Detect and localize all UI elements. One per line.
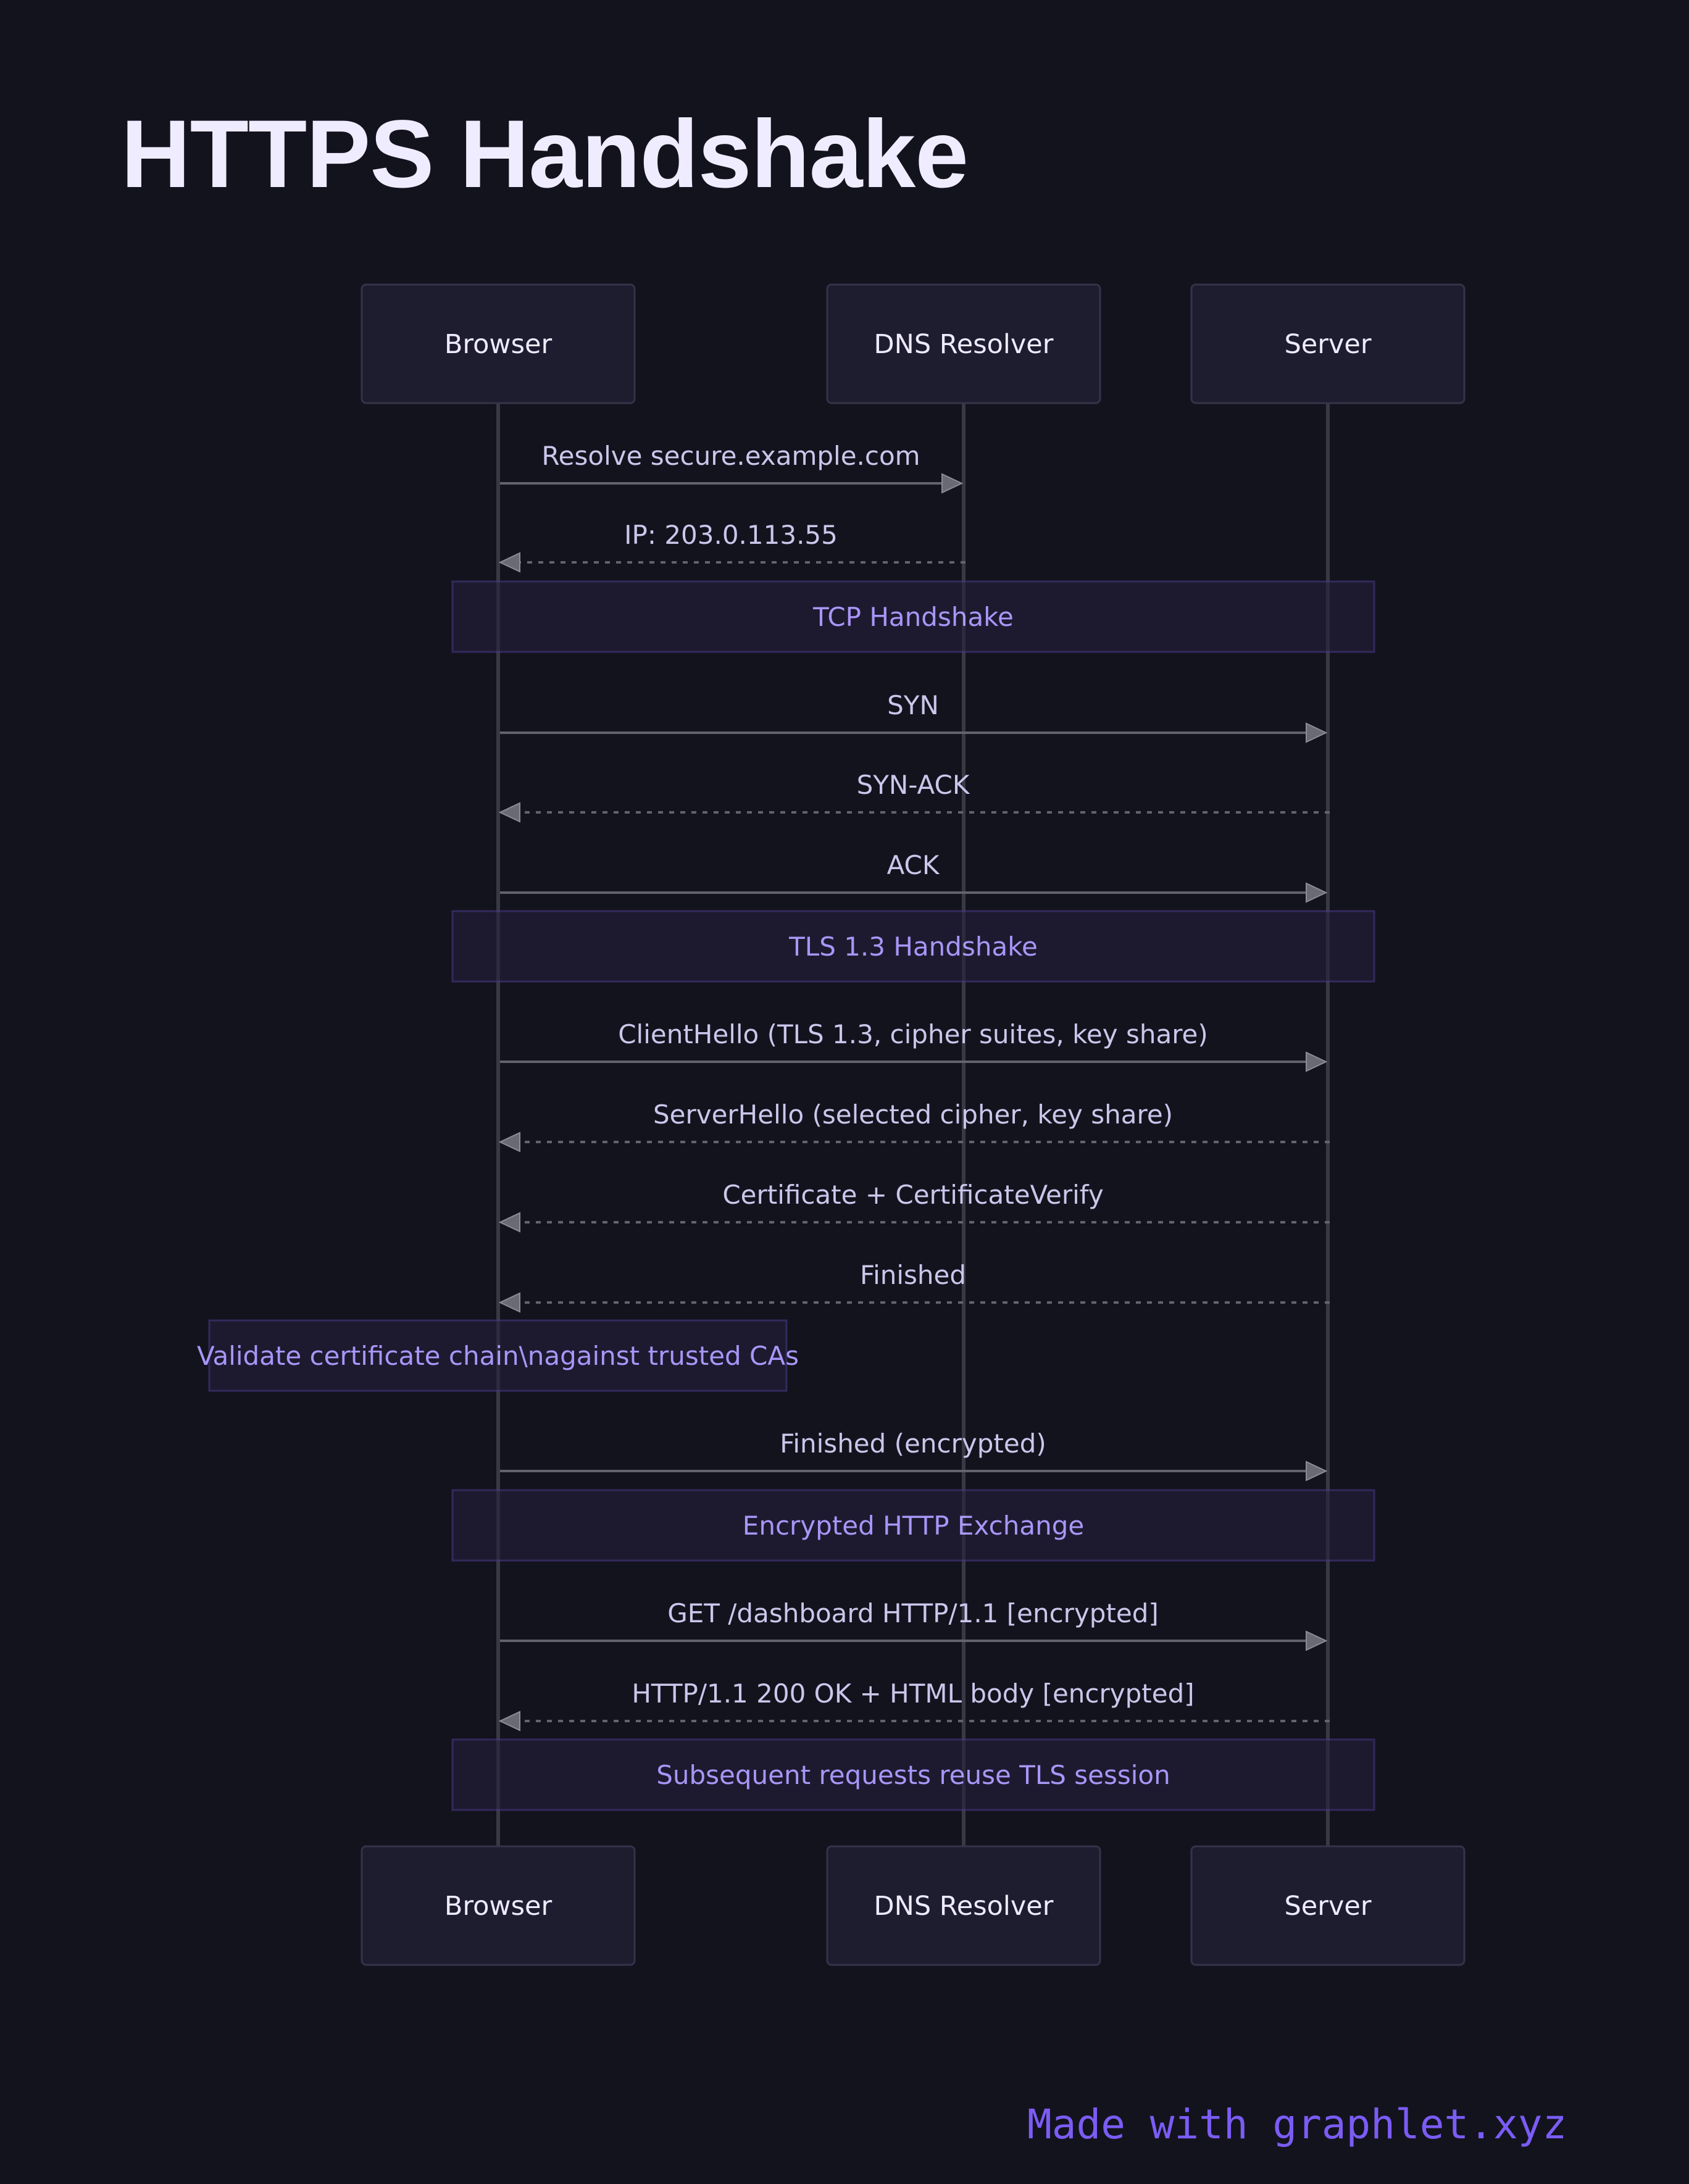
note-box bbox=[451, 580, 1375, 653]
arrowhead-right-icon bbox=[941, 473, 964, 494]
arrowhead-right-icon bbox=[1306, 1461, 1328, 1482]
message-arrow: SYN-ACK bbox=[498, 770, 1330, 823]
arrowhead-right-icon bbox=[1306, 1630, 1328, 1651]
note-box bbox=[208, 1319, 788, 1392]
participant-dns-top[interactable]: DNS Resolver bbox=[826, 283, 1101, 404]
message-label: Certificate + CertificateVerify bbox=[722, 1180, 1103, 1210]
lifelines-overlay bbox=[496, 403, 1330, 1846]
message-arrow: SYN bbox=[500, 690, 1328, 743]
note-box bbox=[451, 1738, 1375, 1811]
arrowhead-left-icon bbox=[498, 802, 520, 823]
participant-label: Server bbox=[1284, 1891, 1371, 1922]
message-arrow: Finished bbox=[498, 1260, 1330, 1313]
participant-box bbox=[1190, 1845, 1466, 1966]
participant-box bbox=[1190, 283, 1466, 404]
participant-label: DNS Resolver bbox=[874, 1891, 1054, 1922]
arrowhead-right-icon bbox=[1306, 882, 1328, 903]
participant-label: DNS Resolver bbox=[874, 329, 1054, 360]
note: TCP Handshake bbox=[451, 580, 1375, 653]
message-arrow: Resolve secure.example.com bbox=[500, 441, 964, 494]
message-arrow: Certificate + CertificateVerify bbox=[498, 1180, 1330, 1233]
note-label: Subsequent requests reuse TLS session bbox=[656, 1760, 1170, 1790]
note-box bbox=[451, 910, 1375, 983]
note-label: TCP Handshake bbox=[812, 602, 1014, 632]
message-label: ServerHello (selected cipher, key share) bbox=[653, 1099, 1173, 1130]
message-arrow: IP: 203.0.113.55 bbox=[498, 520, 965, 573]
message-label: GET /dashboard HTTP/1.1 [encrypted] bbox=[667, 1598, 1159, 1628]
arrowhead-left-icon bbox=[498, 1212, 520, 1233]
participant-server-top[interactable]: Server bbox=[1190, 283, 1466, 404]
participant-box bbox=[826, 283, 1101, 404]
note-label: TLS 1.3 Handshake bbox=[788, 932, 1038, 962]
message-label: SYN bbox=[887, 690, 939, 720]
arrowhead-right-icon bbox=[1306, 722, 1328, 743]
arrowhead-right-icon bbox=[1306, 1051, 1328, 1072]
arrowhead-left-icon bbox=[498, 1132, 520, 1152]
participant-browser-top[interactable]: Browser bbox=[361, 283, 636, 404]
note: Validate certificate chain\nagainst trus… bbox=[197, 1319, 799, 1392]
participants-top: Browser DNS Resolver Server bbox=[361, 283, 1466, 404]
participants-bottom: Browser DNS Resolver Server bbox=[361, 1845, 1466, 1966]
note: Encrypted HTTP Exchange bbox=[451, 1489, 1375, 1562]
message-label: HTTP/1.1 200 OK + HTML body [encrypted] bbox=[632, 1678, 1194, 1709]
arrowhead-left-icon bbox=[498, 552, 520, 573]
message-label: IP: 203.0.113.55 bbox=[624, 520, 838, 550]
participant-browser-bottom[interactable]: Browser bbox=[361, 1845, 636, 1966]
message-label: SYN-ACK bbox=[857, 770, 970, 800]
message-arrow: ServerHello (selected cipher, key share) bbox=[498, 1099, 1330, 1152]
message-label: Resolve secure.example.com bbox=[541, 441, 920, 471]
participant-label: Browser bbox=[444, 329, 553, 360]
participant-box bbox=[361, 1845, 636, 1966]
participant-server-bottom[interactable]: Server bbox=[1190, 1845, 1466, 1966]
message-arrow: HTTP/1.1 200 OK + HTML body [encrypted] bbox=[498, 1678, 1330, 1732]
message-label: ACK bbox=[887, 850, 940, 880]
message-label: Finished (encrypted) bbox=[780, 1428, 1046, 1459]
arrowhead-left-icon bbox=[498, 1292, 520, 1313]
note-label: Encrypted HTTP Exchange bbox=[743, 1511, 1084, 1541]
note-box bbox=[451, 1489, 1375, 1562]
participant-dns-bottom[interactable]: DNS Resolver bbox=[826, 1845, 1101, 1966]
message-arrow: GET /dashboard HTTP/1.1 [encrypted] bbox=[500, 1598, 1328, 1651]
diagram-title: HTTPS Handshake bbox=[121, 101, 969, 208]
footer-credit: Made with graphlet.xyz bbox=[1027, 2101, 1567, 2148]
participant-box bbox=[826, 1845, 1101, 1966]
message-label: Finished bbox=[860, 1260, 966, 1290]
message-label: ClientHello (TLS 1.3, cipher suites, key… bbox=[618, 1019, 1208, 1049]
participant-box bbox=[361, 283, 636, 404]
participant-label: Server bbox=[1284, 329, 1371, 360]
participant-label: Browser bbox=[444, 1891, 553, 1922]
message-arrow: ACK bbox=[500, 850, 1328, 903]
note-label: Validate certificate chain\nagainst trus… bbox=[197, 1341, 799, 1371]
note: TLS 1.3 Handshake bbox=[451, 910, 1375, 983]
arrowhead-left-icon bbox=[498, 1711, 520, 1732]
message-arrow: ClientHello (TLS 1.3, cipher suites, key… bbox=[500, 1019, 1328, 1072]
note: Subsequent requests reuse TLS session bbox=[451, 1738, 1375, 1811]
message-arrow: Finished (encrypted) bbox=[500, 1428, 1328, 1482]
